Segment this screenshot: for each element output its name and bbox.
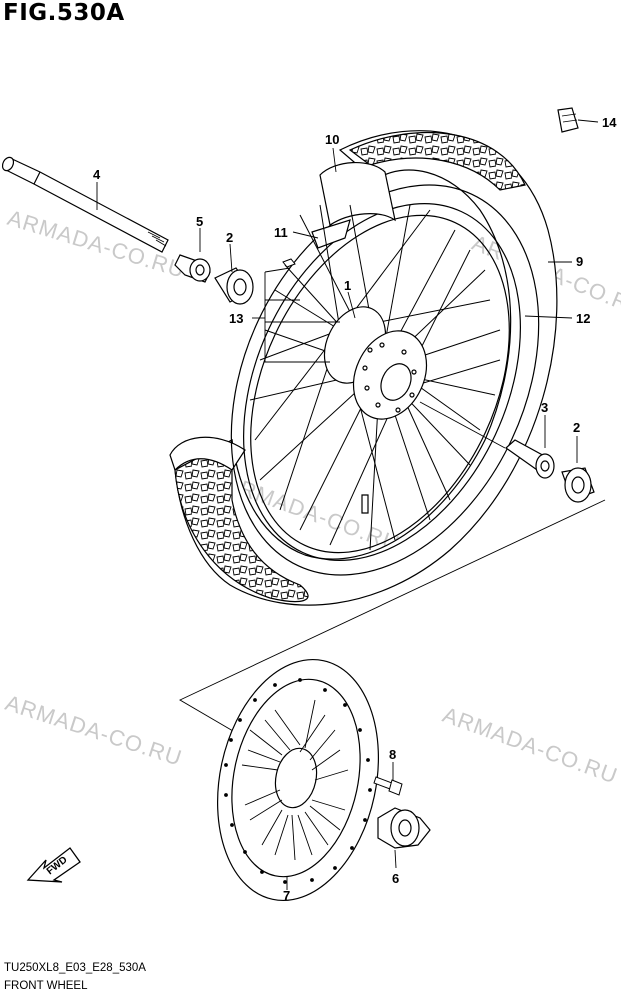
callout-2-right: 2	[573, 420, 580, 435]
rim-band	[311, 219, 351, 249]
gearbox-6	[377, 807, 431, 849]
callout-12: 12	[576, 311, 590, 326]
callout-1: 1	[344, 278, 351, 293]
disc-bolt-8	[373, 776, 403, 796]
callout-10: 10	[325, 132, 339, 147]
tire-tread-upper	[348, 132, 526, 191]
nipple-13	[282, 258, 296, 268]
bearing-2-left	[214, 267, 254, 305]
valve-cap-14	[557, 107, 579, 133]
tire-tread-lower	[174, 439, 309, 603]
front-axle	[1, 156, 169, 253]
callout-5: 5	[196, 214, 203, 229]
rim-outer	[230, 184, 540, 576]
callout-9: 9	[576, 254, 583, 269]
brake-disc	[216, 658, 380, 902]
front-wheel	[169, 130, 558, 606]
callout-11: 11	[274, 225, 288, 240]
tire-cut-section	[169, 436, 246, 472]
callout-7: 7	[283, 888, 290, 903]
callout-14: 14	[602, 115, 617, 130]
diagram-code: TU250XL8_E03_E28_530A	[4, 962, 146, 974]
fwd-arrow-icon: FWD	[26, 847, 81, 883]
callout-3: 3	[541, 400, 548, 415]
rim-inner	[243, 203, 521, 561]
axis-lines	[179, 401, 606, 739]
hub-bore	[380, 363, 412, 401]
bearing-2-right	[561, 467, 595, 503]
spacer-3	[505, 439, 555, 479]
diagram-name: FRONT WHEEL	[4, 980, 88, 992]
valve-stem	[361, 494, 369, 514]
callout-13: 13	[229, 311, 243, 326]
inner-tube-section	[319, 161, 396, 226]
callouts: 4 5 2 10 11 1 13 9 12 14 3 2 8 6 7	[93, 115, 617, 903]
callout-8: 8	[389, 747, 396, 762]
spacer-5	[174, 254, 211, 283]
rim-inner-2	[250, 214, 510, 554]
callout-4: 4	[93, 167, 101, 182]
callout-6: 6	[392, 871, 399, 886]
leader-lines	[96, 119, 599, 890]
callout-2-left: 2	[226, 230, 233, 245]
figure-title: FIG.530A	[3, 0, 125, 26]
